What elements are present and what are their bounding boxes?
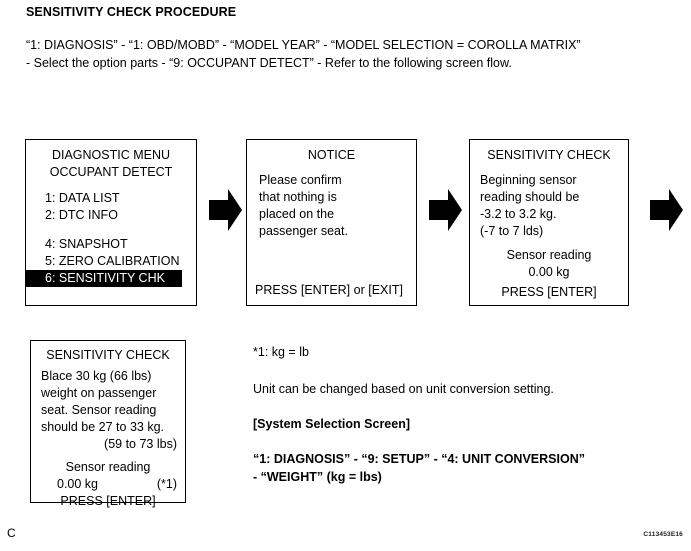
screen-sensitivity-check-weight: SENSITIVITY CHECK Blace 30 kg (66 lbs) w… [30,340,186,508]
menu-item-dtc-info[interactable]: 2: DTC INFO [45,208,118,222]
sensitivity-weight-body-line-5: (59 to 73 lbs) [104,437,177,451]
sensitivity-begin-body-line-2: reading should be [480,190,580,204]
note-footnote: *1: kg = lb [253,345,309,359]
screen-notice: NOTICE Please confirm that nothing is pl… [246,139,417,306]
notice-footer-prompt[interactable]: PRESS [ENTER] or [EXIT] [255,283,403,297]
sensitivity-weight-reading-value: 0.00 kg [57,477,99,491]
notice-body-line-3: placed on the [259,207,335,221]
sensitivity-weight-reading-label: Sensor reading [65,460,151,474]
screen-diagnostic-menu: DIAGNOSTIC MENU OCCUPANT DETECT 1: DATA … [25,139,197,306]
sensitivity-begin-reading-label: Sensor reading [506,248,592,262]
note-system-selection-header: [System Selection Screen] [253,417,411,431]
footer-page-mark: C [7,526,16,540]
right-arrow-icon-1 [209,189,242,231]
sensitivity-begin-body-line-3: -3.2 to 3.2 kg. [480,207,557,221]
sensitivity-begin-body-line-4: (-7 to 7 lds) [480,224,544,238]
intro-line-1: “1: DIAGNOSIS” - “1: OBD/MOBD” - “MODEL … [26,38,581,52]
note-menu-path-line-1: “1: DIAGNOSIS” - “9: SETUP” - “4: UNIT C… [253,452,585,466]
notice-title: NOTICE [307,148,356,162]
sensitivity-begin-body-line-1: Beginning sensor [480,173,577,187]
footer-reference-code: C113453E16 [643,531,683,538]
diagnostic-menu-title-line-2: OCCUPANT DETECT [49,165,173,179]
notice-body-line-1: Please confirm [259,173,342,187]
sensitivity-weight-body-line-2: weight on passenger [41,386,157,400]
note-unit-conversion: Unit can be changed based on unit conver… [253,382,554,396]
sensitivity-weight-title: SENSITIVITY CHECK [46,348,170,362]
note-menu-path-line-2: - “WEIGHT” (kg = lbs) [253,470,382,484]
sensitivity-weight-body-line-1: Blace 30 kg (66 lbs) [41,369,152,383]
right-arrow-icon-3 [650,189,683,231]
notice-body-line-2: that nothing is [259,190,337,204]
sensitivity-weight-reading-footnote: (*1) [156,477,177,491]
menu-item-zero-calibration[interactable]: 5: ZERO CALIBRATION [45,254,180,268]
intro-line-2: - Select the option parts - “9: OCCUPANT… [26,56,512,70]
diagnostic-menu-title-line-1: DIAGNOSTIC MENU [51,148,171,162]
sensitivity-weight-body-line-3: seat. Sensor reading [41,403,157,417]
menu-item-data-list[interactable]: 1: DATA LIST [45,191,120,205]
sensitivity-weight-body-line-4: should be 27 to 33 kg. [41,420,165,434]
right-arrow-icon-2 [429,189,462,231]
menu-item-sensitivity-chk-selected[interactable]: 6: SENSITIVITY CHK [26,270,182,287]
page-title: SENSITIVITY CHECK PROCEDURE [26,5,237,19]
sensitivity-weight-footer-prompt[interactable]: PRESS [ENTER] [60,494,156,508]
sensitivity-begin-title: SENSITIVITY CHECK [487,148,611,162]
sensitivity-begin-reading-value: 0.00 kg [528,265,570,279]
screen-sensitivity-check-begin: SENSITIVITY CHECK Beginning sensor readi… [469,139,629,306]
notice-body-line-4: passenger seat. [259,224,348,238]
sensitivity-begin-footer-prompt[interactable]: PRESS [ENTER] [501,285,597,299]
menu-item-snapshot[interactable]: 4: SNAPSHOT [45,237,128,251]
